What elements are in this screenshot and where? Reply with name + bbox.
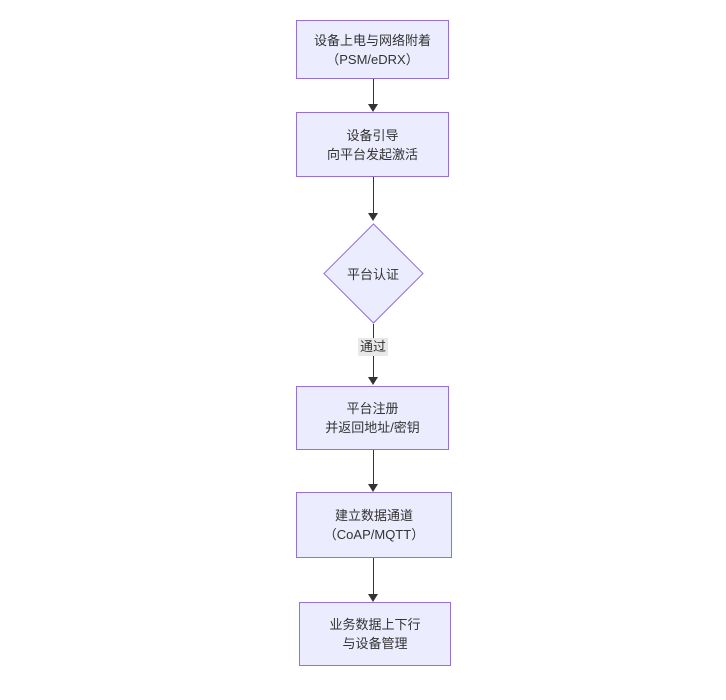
arrow-head-icon xyxy=(368,484,378,492)
node-register-line1: 平台注册 xyxy=(346,401,399,416)
arrow-line xyxy=(372,79,374,106)
node-register: 平台注册 并返回地址/密钥 xyxy=(296,386,449,450)
node-power-on: 设备上电与网络附着 （PSM/eDRX） xyxy=(296,20,449,79)
arrow-head-icon xyxy=(368,104,378,112)
arrow-line xyxy=(372,558,374,596)
node-business-data-line1: 业务数据上下行 xyxy=(329,617,421,632)
node-data-channel: 建立数据通道 （CoAP/MQTT） xyxy=(296,492,452,558)
node-platform-auth-label: 平台认证 xyxy=(346,266,399,282)
node-platform-auth: 平台认证 xyxy=(322,222,424,324)
node-register-line2: 并返回地址/密钥 xyxy=(325,420,420,435)
arrow-bootstrap-to-auth xyxy=(368,177,378,221)
edge-label-pass: 通过 xyxy=(357,338,389,356)
arrow-channel-to-business xyxy=(368,558,378,602)
arrow-line xyxy=(372,450,374,486)
node-power-on-line2: （PSM/eDRX） xyxy=(326,51,419,67)
node-bootstrap-line2: 向平台发起激活 xyxy=(326,146,418,162)
node-power-on-line1: 设备上电与网络附着 xyxy=(313,32,431,48)
arrow-head-icon xyxy=(368,213,378,221)
arrow-head-icon xyxy=(368,594,378,602)
node-bootstrap: 设备引导 向平台发起激活 xyxy=(296,112,449,177)
node-business-data: 业务数据上下行 与设备管理 xyxy=(299,602,451,666)
arrow-register-to-channel xyxy=(368,450,378,492)
node-bootstrap-line1: 设备引导 xyxy=(346,127,399,143)
arrow-power-on-to-bootstrap xyxy=(368,79,378,112)
node-data-channel-line2: （CoAP/MQTT） xyxy=(323,527,425,542)
arrow-line xyxy=(372,177,374,215)
arrow-head-icon xyxy=(368,377,378,385)
node-business-data-line2: 与设备管理 xyxy=(342,636,408,651)
node-data-channel-line1: 建立数据通道 xyxy=(334,508,413,523)
